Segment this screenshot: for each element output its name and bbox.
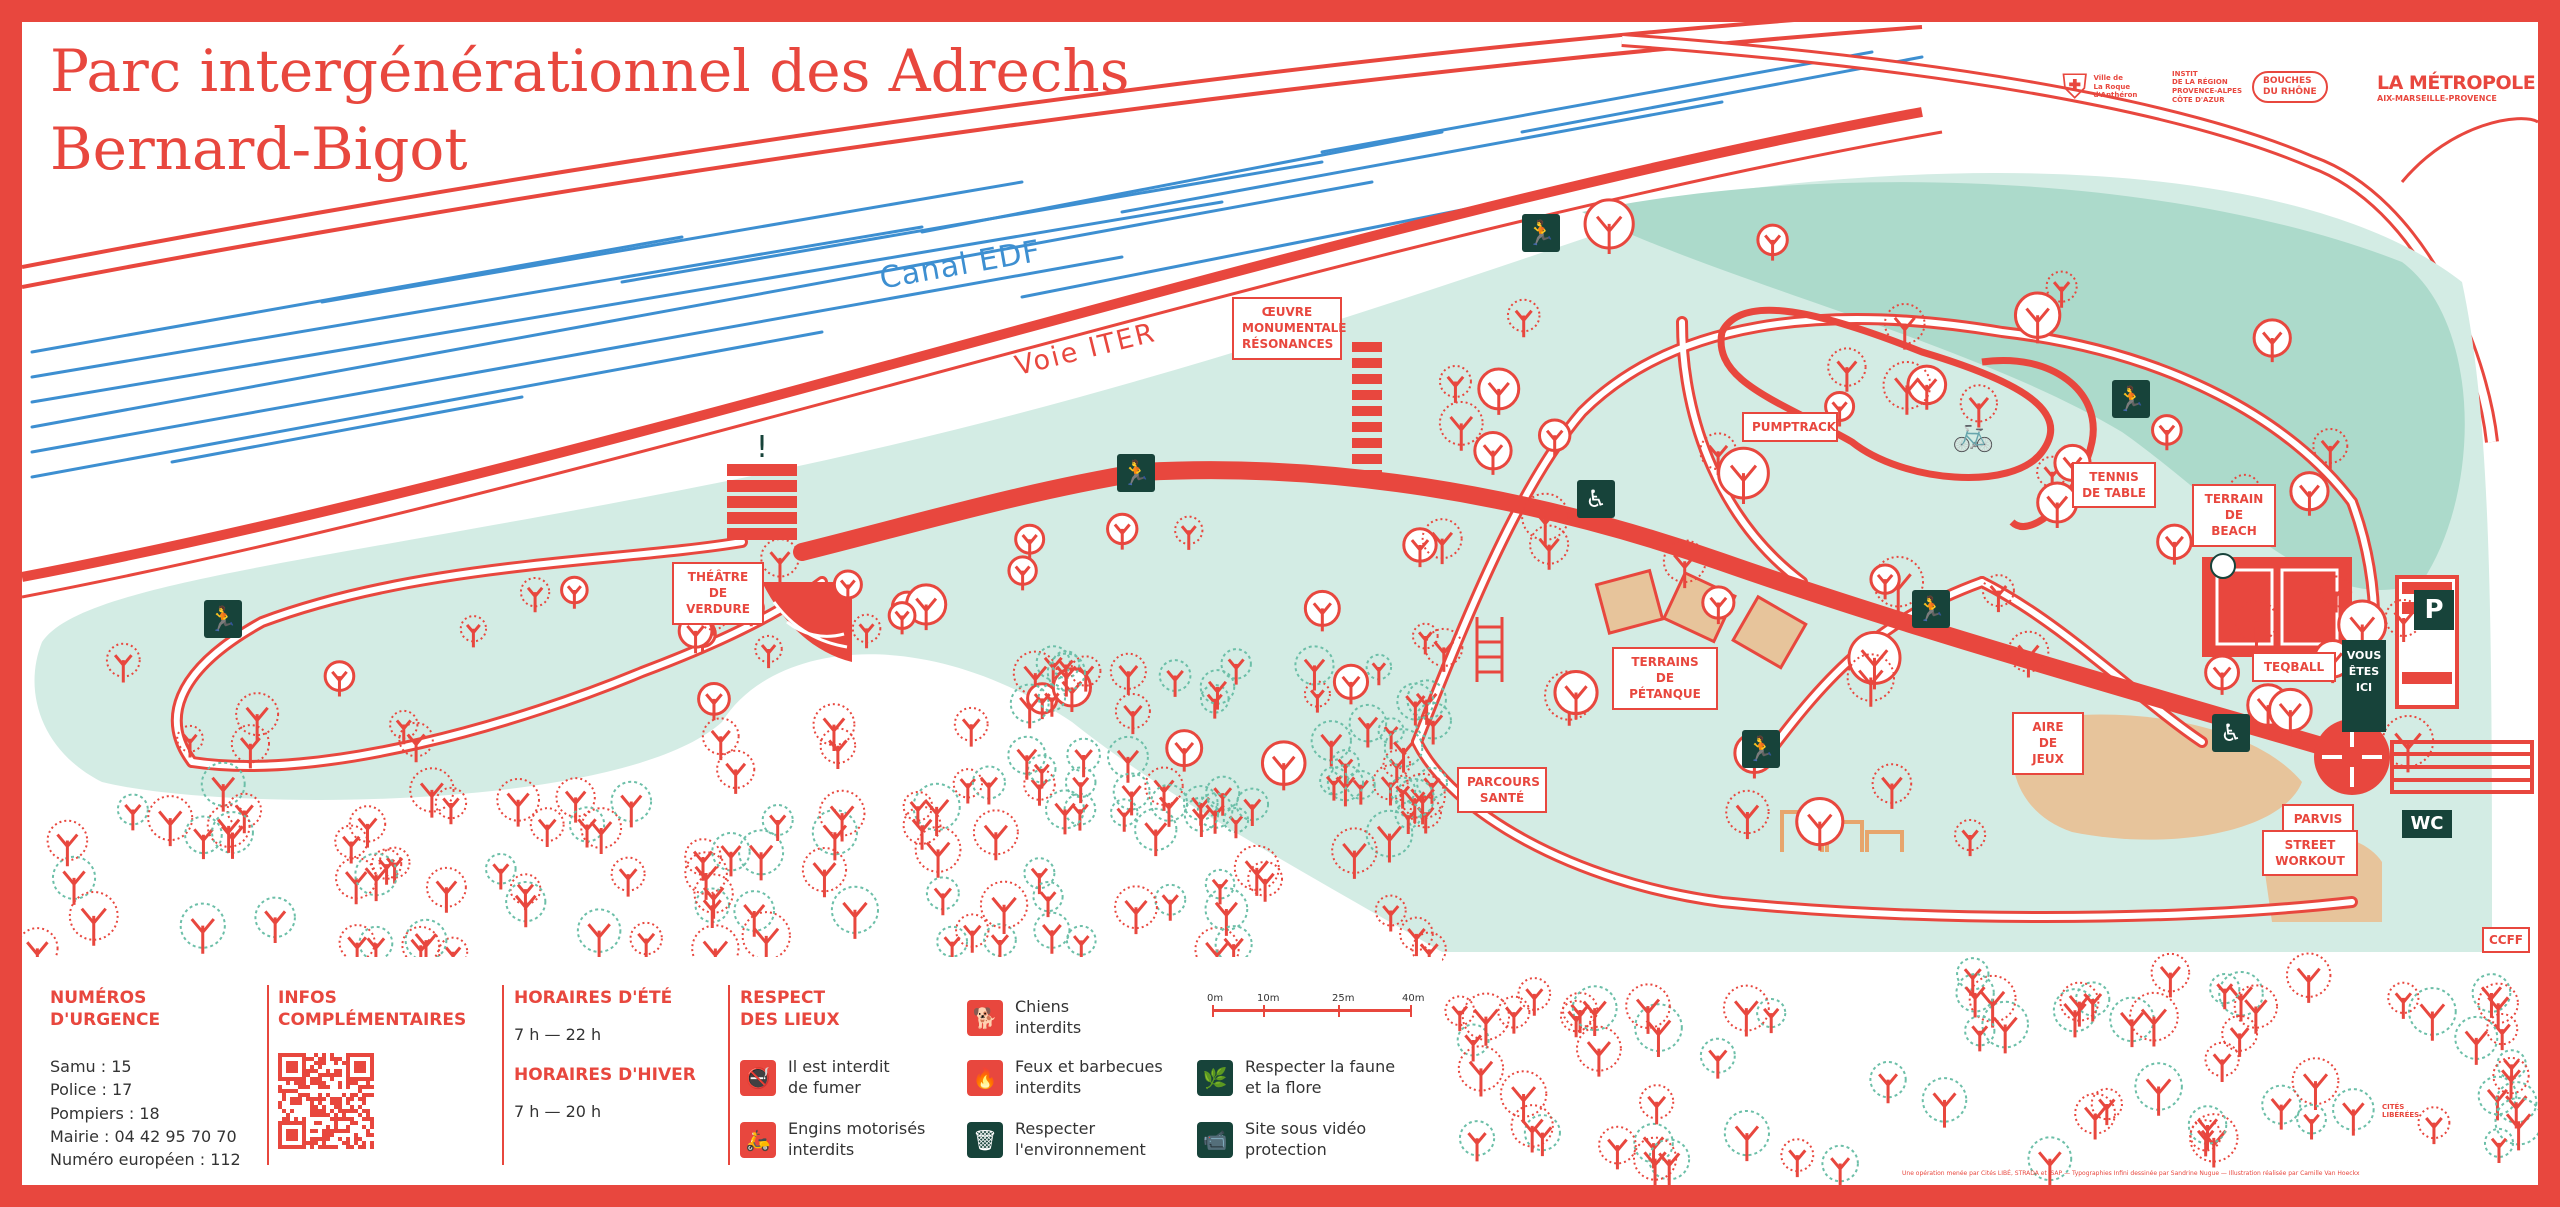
winter-hours-value: 7 h — 20 h [514, 1102, 602, 1122]
logo-metropole: LA MÉTROPOLE AIX-MARSEILLE-PROVENCE [2377, 62, 2536, 112]
rule-video-text: Site sous vidéo protection [1245, 1119, 1367, 1159]
label-tennis: TENNIS DE TABLE [2072, 462, 2156, 509]
emergency-section: NUMÉROS D'URGENCE Samu : 15 Police : 17 … [50, 987, 270, 1171]
logo-metropole-sub: AIX-MARSEILLE-PROVENCE [2377, 93, 2497, 103]
emergency-list: Samu : 15 Police : 17 Pompiers : 18 Mair… [50, 1055, 270, 1171]
scale-bar: 0m 10m 25m 40m [1197, 993, 1437, 1033]
label-oeuvre: ŒUVRE MONUMENTALE RÉSONANCES [1232, 297, 1347, 360]
respect-section: RESPECT DES LIEUX [740, 987, 860, 1031]
label-street-workout: STREET WORKOUT [2262, 830, 2358, 877]
sport-running-icon: 🏃 [1117, 454, 1155, 492]
theatre-stage: ! [727, 430, 852, 662]
summer-hours-heading: HORAIRES D'ÉTÉ [514, 988, 673, 1008]
infos-section: INFOS COMPLÉMENTAIRES [278, 987, 478, 1153]
logo-metropole-text: LA MÉTROPOLE [2377, 71, 2536, 94]
rule-smoking-text: Il est interdit de fumer [788, 1057, 890, 1097]
label-theatre: THÉÂTRE DE VERDURE [672, 562, 764, 625]
sport-running-icon: 🏃 [204, 600, 242, 638]
label-teqball: TEQBALL [2252, 652, 2336, 683]
bike-icon: 🚲 [1952, 414, 1995, 454]
divider [728, 985, 730, 1165]
rule-environment: 🗑 Respecter l'environnement [967, 1119, 1146, 1161]
logo-ville: ⛨ Ville de La Roque d'Anthéron [2062, 62, 2137, 112]
emergency-european: Numéro européen : 112 [50, 1149, 241, 1169]
sport-running-icon: 🏃 [1742, 730, 1780, 768]
rule-motorized: 🛵 Engins motorisés interdits [740, 1119, 925, 1161]
logo-iset-text: INSTIT DE LA RÉGION PROVENCE-ALPES CÔTE … [2172, 69, 2242, 104]
rule-motorized-text: Engins motorisés interdits [788, 1119, 926, 1159]
emergency-police: Police : 17 [50, 1080, 133, 1100]
logo-bouches-du-rhone: BOUCHES DU RHÔNE [2252, 62, 2328, 112]
emergency-pompiers: Pompiers : 18 [50, 1103, 160, 1123]
scale-label-40: 40m [1402, 993, 1425, 1004]
divider [502, 985, 504, 1165]
canal-water [30, 50, 1924, 479]
emergency-samu: Samu : 15 [50, 1057, 132, 1077]
sport-running-icon: 🏃 [1912, 590, 1950, 628]
park-title-line-1: Parc intergénérationnel des Adrechs [50, 37, 1130, 105]
ville-crest-icon: ⛨ [2062, 67, 2088, 107]
wc-sign: WC [2402, 810, 2452, 838]
no-fire-icon: 🔥 [967, 1059, 1003, 1096]
label-beach: TERRAIN DE BEACH [2192, 484, 2276, 547]
svg-text:!: ! [756, 430, 768, 465]
hours-section: HORAIRES D'ÉTÉ 7 h — 22 h HORAIRES D'HIV… [514, 987, 714, 1124]
camera-icon: 📹 [1197, 1121, 1233, 1158]
divider [267, 985, 269, 1165]
leaf-icon: 🌿 [1197, 1059, 1233, 1096]
label-parcours-sante: PARCOURS SANTÉ [1457, 767, 1547, 814]
emergency-heading: NUMÉROS D'URGENCE [50, 988, 161, 1031]
summer-hours-value: 7 h — 22 h [514, 1025, 602, 1045]
qr-code[interactable] [278, 1053, 374, 1150]
cites-logo: CITÉS LIBÉRÉES [2382, 1103, 2420, 1119]
rule-video: 📹 Site sous vidéo protection [1197, 1119, 1366, 1161]
parking-sign: P [2414, 590, 2454, 630]
trash-icon: 🗑 [967, 1121, 1003, 1158]
sport-running-icon: 🏃 [1522, 214, 1560, 252]
oeuvre-sculpture [1352, 342, 1382, 480]
rule-dogs-text: Chiens interdits [1015, 997, 1082, 1037]
no-smoking-icon: 🚭 [740, 1059, 776, 1096]
label-aire-de-jeux: AIRE DE JEUX [2012, 712, 2084, 775]
rule-smoking: 🚭 Il est interdit de fumer [740, 1057, 890, 1099]
you-are-here-sign: VOUS ÊTES ICI [2342, 640, 2386, 732]
winter-hours-heading: HORAIRES D'HIVER [514, 1065, 696, 1086]
logo-iset: INSTIT DE LA RÉGION PROVENCE-ALPES CÔTE … [2172, 62, 2242, 112]
rule-fires: 🔥 Feux et barbecues interdits [967, 1057, 1163, 1099]
logo-bdr-text: BOUCHES DU RHÔNE [2252, 71, 2328, 103]
rule-fires-text: Feux et barbecues interdits [1015, 1057, 1163, 1097]
park-map-board: ! [22, 22, 2538, 1185]
label-ccff: CCFF [2482, 927, 2530, 954]
scale-label-0: 0m [1207, 993, 1224, 1004]
sport-running-icon: 🏃 [2112, 380, 2150, 418]
no-motor-icon: 🛵 [740, 1121, 776, 1158]
scale-label-25: 25m [1332, 993, 1355, 1004]
rule-fauna: 🌿 Respecter la faune et la flore [1197, 1057, 1395, 1099]
credits-text: Une opération menée par Cités LIBÉ, STRA… [1902, 1170, 2360, 1177]
accessibility-icon: ♿ [1577, 480, 1615, 518]
accessibility-icon: ♿ [2212, 714, 2250, 752]
rule-fauna-text: Respecter la faune et la flore [1245, 1057, 1396, 1097]
label-pumptrack: PUMPTRACK [1742, 412, 1838, 443]
emergency-mairie: Mairie : 04 42 95 70 70 [50, 1126, 237, 1146]
rule-environment-text: Respecter l'environnement [1015, 1119, 1146, 1159]
rule-dogs: 🐕 Chiens interdits [967, 997, 1081, 1039]
respect-heading: RESPECT DES LIEUX [740, 988, 840, 1031]
info-panel: NUMÉROS D'URGENCE Samu : 15 Police : 17 … [22, 957, 1442, 1185]
no-dogs-icon: 🐕 [967, 999, 1003, 1036]
scale-label-10: 10m [1257, 993, 1280, 1004]
volleyball-icon [2210, 553, 2236, 579]
label-petanque: TERRAINS DE PÉTANQUE [1612, 647, 1718, 710]
infos-heading: INFOS COMPLÉMENTAIRES [278, 988, 467, 1031]
park-title-line-2: Bernard-Bigot [50, 115, 468, 183]
logo-ville-text: Ville de La Roque d'Anthéron [2093, 73, 2138, 100]
